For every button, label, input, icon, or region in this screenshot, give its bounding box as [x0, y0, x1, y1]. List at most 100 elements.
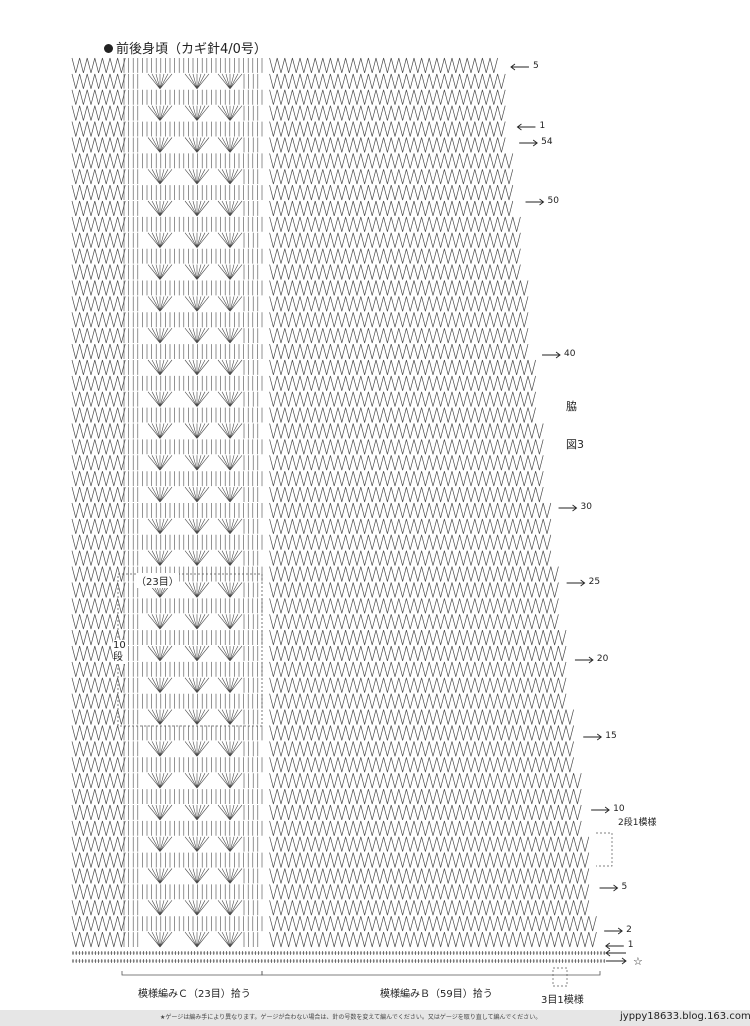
pattern-c-stitches — [123, 344, 263, 359]
fan-stitch — [184, 137, 210, 153]
fan-stitch — [147, 582, 173, 598]
fan-stitch — [147, 137, 173, 153]
pattern-c-stitches — [123, 391, 259, 407]
fan-stitch — [217, 868, 243, 884]
direction-arrow — [606, 957, 627, 965]
row-number-label: 30 — [580, 502, 592, 512]
stitch-row — [71, 248, 521, 264]
stitch-row — [71, 725, 574, 741]
pattern-c-stitches — [123, 328, 259, 344]
stitch-row — [71, 630, 567, 646]
fan-stitch — [184, 296, 210, 312]
pattern-c-stitches — [123, 789, 263, 804]
fan-stitch — [217, 73, 243, 89]
stitch-row — [71, 89, 506, 105]
fan-stitch — [184, 169, 210, 185]
pattern-c-stitches — [123, 121, 263, 137]
fan-stitch — [184, 931, 210, 948]
pattern-c-stitches — [123, 105, 259, 121]
stitch-row — [71, 471, 544, 487]
fan-stitch — [147, 804, 173, 821]
pattern-c-stitches — [123, 423, 259, 439]
fan-stitch — [184, 423, 210, 439]
row-arrow — [599, 884, 619, 892]
source-url: jyppy18633.blog.163.com — [620, 1011, 750, 1022]
fan-stitch — [184, 677, 210, 693]
footer-bar — [0, 1010, 750, 1026]
fan-stitch — [147, 836, 173, 852]
fan-stitch — [184, 455, 210, 471]
stitch-row — [71, 932, 597, 948]
row-arrow — [605, 942, 624, 950]
stitch-row — [71, 884, 590, 900]
fan-stitch — [147, 709, 173, 725]
pattern-c-stitches — [123, 471, 263, 487]
pattern-c-stitches — [123, 757, 263, 773]
stitch-row — [71, 73, 506, 89]
stitch-row — [71, 550, 552, 566]
stitch-row — [71, 487, 544, 503]
box-row-count: 10段 — [113, 640, 127, 664]
fan-stitch — [147, 455, 173, 471]
pattern-c-stitches — [123, 73, 259, 89]
fan-stitch — [217, 391, 243, 407]
fan-stitch — [217, 423, 243, 439]
stitch-row — [71, 169, 514, 185]
pattern-c-label: 模様編みＣ（23目）拾う — [138, 989, 251, 1000]
pattern-c-stitches — [123, 248, 263, 264]
fan-stitch — [217, 359, 243, 376]
repeat-rows-bracket — [596, 832, 613, 867]
row-number-label: 25 — [588, 577, 601, 587]
stitch-row — [71, 518, 552, 534]
direction-arrow — [605, 949, 626, 957]
stitch-row — [71, 153, 514, 169]
pattern-c-stitches — [123, 773, 259, 789]
fan-stitch — [184, 391, 210, 407]
pattern-c-stitches — [123, 709, 259, 725]
pattern-c-stitches — [123, 439, 263, 455]
pattern-c-stitches — [123, 550, 259, 566]
row-arrow — [542, 351, 561, 359]
stitch-row — [71, 804, 582, 820]
repeat-box — [117, 573, 263, 727]
fan-stitch — [217, 200, 243, 217]
pattern-b-label: 模様編みＢ（59目）拾う — [380, 989, 493, 1000]
fan-stitch — [217, 582, 243, 598]
range-bracket — [121, 971, 263, 976]
pattern-c-stitches — [123, 518, 259, 534]
pattern-c-stitches — [123, 407, 263, 423]
fan-stitch — [184, 105, 210, 121]
row-number-label: 5 — [621, 882, 628, 892]
fan-stitch — [217, 804, 243, 821]
row-number-label: 15 — [605, 731, 617, 741]
fan-stitch — [184, 868, 210, 884]
pattern-c-stitches — [123, 582, 259, 598]
side-label-waki: 脇 — [566, 400, 577, 413]
chart-title: 前後身頃（カギ針4/0号） — [104, 38, 267, 57]
stitch-row — [71, 693, 567, 709]
fan-stitch — [147, 391, 173, 407]
stitch-row — [71, 773, 582, 789]
pattern-c-stitches — [123, 836, 259, 852]
fan-stitch — [217, 232, 243, 248]
fan-stitch — [147, 868, 173, 884]
stitch-row — [71, 852, 590, 868]
pattern-c-stitches — [123, 58, 263, 73]
fan-stitch — [147, 232, 173, 248]
stitch-row — [71, 741, 574, 757]
fan-stitch — [184, 645, 210, 662]
fan-stitch — [184, 232, 210, 248]
side-label-figure: 図3 — [566, 438, 584, 451]
pattern-c-stitches — [123, 296, 259, 312]
fan-stitch — [217, 264, 243, 280]
stitch-row — [71, 677, 567, 693]
fan-stitch — [217, 900, 243, 916]
stitch-row — [71, 502, 552, 518]
fan-stitch — [217, 455, 243, 471]
pattern-c-stitches — [123, 169, 259, 185]
fan-stitch — [147, 931, 173, 948]
fan-stitch — [184, 264, 210, 280]
stitch-row — [71, 264, 521, 280]
stitch-row — [71, 391, 536, 407]
